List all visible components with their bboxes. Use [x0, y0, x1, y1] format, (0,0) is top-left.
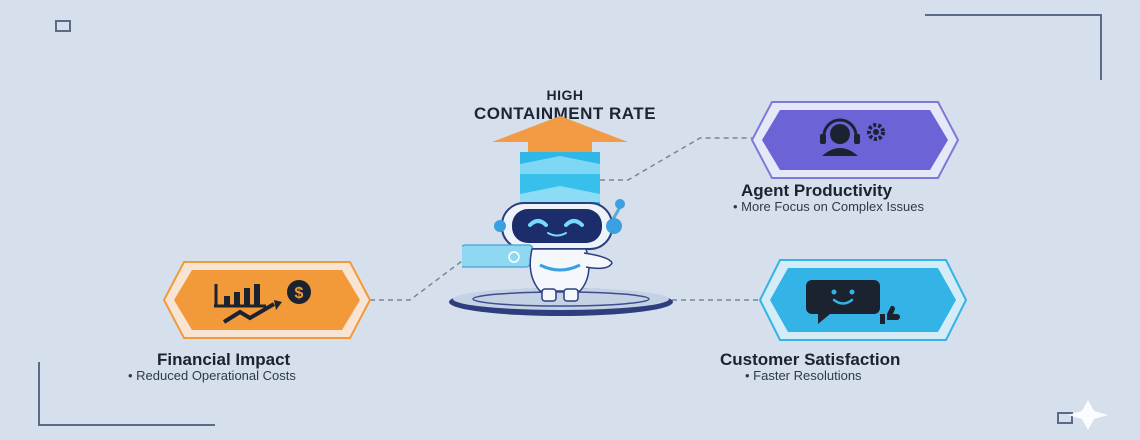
corner-frame-bottom-left — [38, 362, 215, 426]
chat-smile-thumb-icon — [806, 280, 900, 324]
financial-impact-bullet: • Reduced Operational Costs — [128, 368, 296, 383]
financial-impact-title: Financial Impact — [157, 350, 291, 369]
robot-platform — [449, 288, 673, 316]
corner-square-top-left — [55, 20, 71, 32]
corner-square-bottom-right — [1057, 412, 1073, 424]
customer-satisfaction-hexagon — [758, 259, 968, 341]
agent-productivity-title: Agent Productivity — [741, 181, 893, 200]
customer-satisfaction-bullet: • Faster Resolutions — [745, 368, 862, 383]
financial-impact-hexagon: $ — [162, 261, 372, 339]
corner-frame-top-right — [925, 14, 1102, 80]
agent-productivity-hexagon — [750, 101, 960, 179]
title-line-2: CONTAINMENT RATE — [473, 104, 657, 123]
containment-title: HIGH CONTAINMENT RATE — [420, 86, 710, 124]
agent-productivity-bullet: • More Focus on Complex Issues — [733, 199, 924, 214]
robot-mascot — [462, 199, 625, 302]
sparkle-icon — [1068, 400, 1108, 430]
headset-gear-icon — [820, 118, 885, 156]
title-line-1: HIGH — [546, 87, 584, 103]
chart-dollar-icon: $ — [214, 280, 311, 324]
connector-agent — [600, 137, 752, 181]
dollar-coin-symbol: $ — [295, 285, 304, 302]
customer-satisfaction-title: Customer Satisfaction — [720, 350, 901, 369]
